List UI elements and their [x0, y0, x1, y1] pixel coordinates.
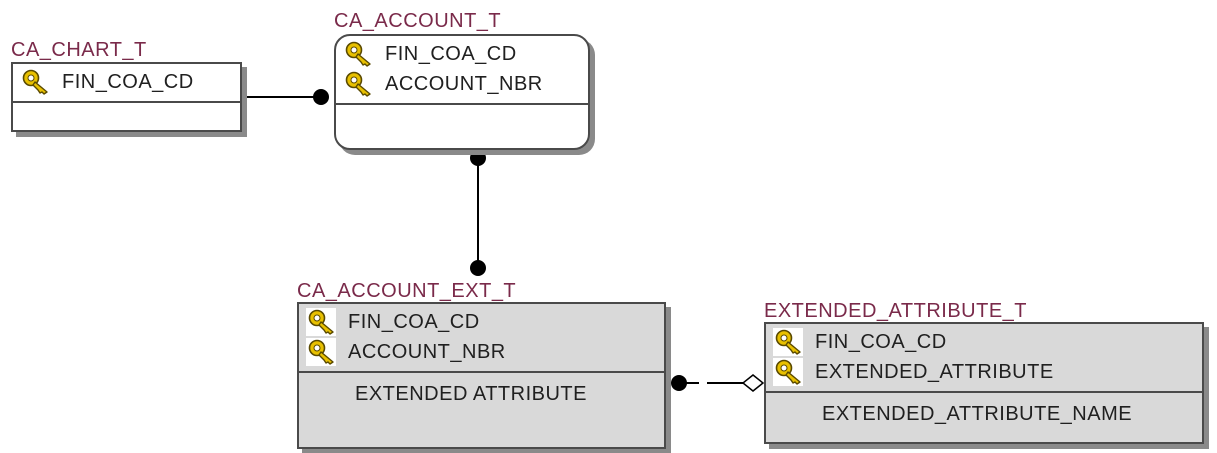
ca-account-ext-t-key-section: FIN_COA_CD ACCOUNT_NBR — [299, 304, 664, 373]
ca-chart-t-title: CA_CHART_T — [11, 39, 147, 61]
key-column-row: ACCOUNT_NBR — [299, 337, 664, 367]
ca-account-ext-t-title: CA_ACCOUNT_EXT_T — [297, 280, 517, 302]
extended-attribute-t-attribute-section: EXTENDED_ATTRIBUTE_NAME — [766, 393, 1202, 429]
account-ext-top-dot — [470, 150, 486, 166]
account-ext-bottom-dot — [470, 260, 486, 276]
ca-account-t-key-section: FIN_COA_CD ACCOUNT_NBR — [336, 36, 588, 105]
attribute-column-name: EXTENDED ATTRIBUTE — [355, 382, 587, 405]
key-column-row: FIN_COA_CD — [766, 327, 1202, 357]
attribute-column-row: EXTENDED ATTRIBUTE — [299, 379, 664, 409]
ca-account-t-title: CA_ACCOUNT_T — [334, 10, 502, 32]
key-column-row: ACCOUNT_NBR — [336, 69, 588, 99]
key-icon — [773, 358, 803, 386]
ca-account-t-entity[interactable]: FIN_COA_CD ACCOUNT_NBR — [334, 34, 590, 150]
key-column-name: ACCOUNT_NBR — [348, 340, 506, 363]
extended-attribute-t-key-section: FIN_COA_CD EXTENDED_ATTRIBUTE — [766, 324, 1202, 393]
ca-chart-t-key-section: FIN_COA_CD — [13, 64, 240, 103]
attribute-column-row: EXTENDED_ATTRIBUTE_NAME — [766, 399, 1202, 429]
extended-attribute-t-entity[interactable]: FIN_COA_CD EXTENDED_ATTRIBUTE EXTENDED_A… — [764, 322, 1204, 444]
key-icon — [306, 308, 336, 336]
key-column-name: FIN_COA_CD — [348, 310, 480, 333]
ca-account-ext-t-entity[interactable]: FIN_COA_CD ACCOUNT_NBR EXTENDED ATTRIBUT… — [297, 302, 666, 449]
extended-attribute-t-title: EXTENDED_ATTRIBUTE_T — [764, 300, 1027, 322]
key-column-name: EXTENDED_ATTRIBUTE — [815, 360, 1054, 383]
ext-attribute-relationship-dot — [671, 375, 687, 391]
key-column-row: EXTENDED_ATTRIBUTE — [766, 357, 1202, 387]
attribute-column-name: EXTENDED_ATTRIBUTE_NAME — [822, 402, 1133, 425]
key-icon — [343, 70, 373, 98]
key-column-name: FIN_COA_CD — [62, 70, 194, 93]
ca-account-ext-t-attribute-section: EXTENDED ATTRIBUTE — [299, 373, 664, 409]
key-column-row: FIN_COA_CD — [336, 39, 588, 69]
ca-chart-t-entity[interactable]: FIN_COA_CD — [11, 62, 242, 132]
key-column-row: FIN_COA_CD — [13, 67, 240, 97]
key-column-name: FIN_COA_CD — [385, 42, 517, 65]
key-column-name: FIN_COA_CD — [815, 330, 947, 353]
chart-account-relationship-dot — [313, 89, 329, 105]
key-icon — [773, 328, 803, 356]
key-column-name: ACCOUNT_NBR — [385, 72, 543, 95]
key-column-row: FIN_COA_CD — [299, 307, 664, 337]
key-icon — [306, 338, 336, 366]
ext-attribute-relationship-diamond — [741, 374, 765, 392]
key-icon — [20, 68, 50, 96]
key-icon — [343, 40, 373, 68]
